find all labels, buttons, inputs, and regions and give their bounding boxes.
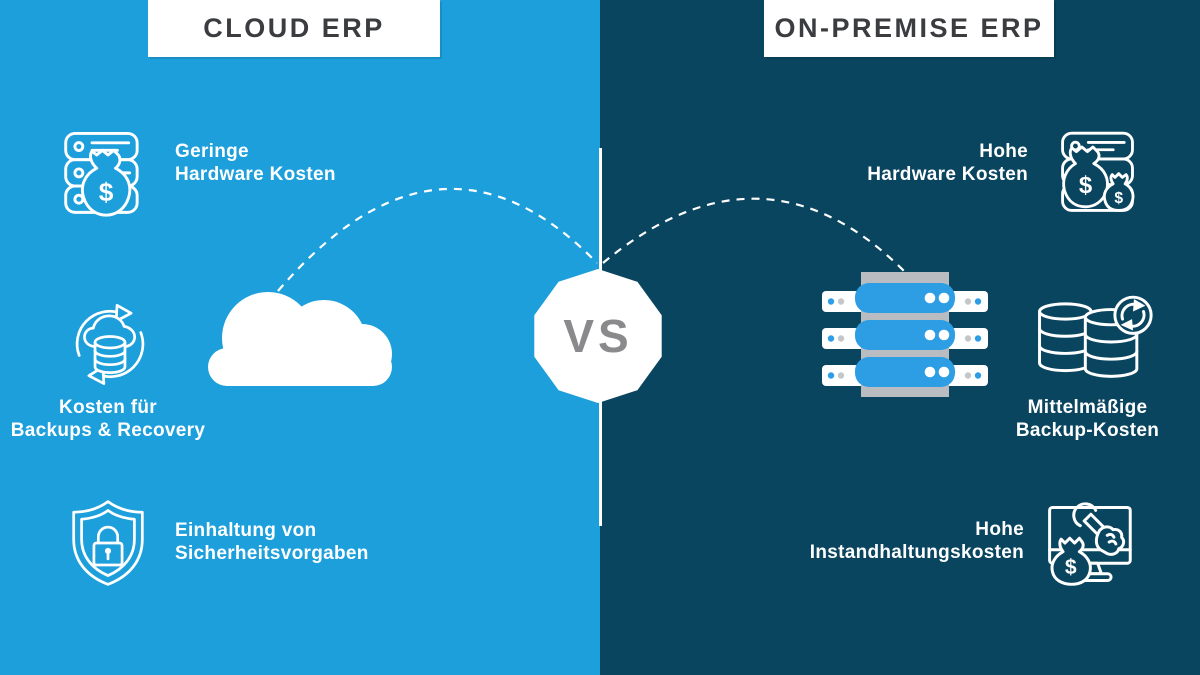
label-mittelmaessige-backup-kosten: Mittelmäßige Backup-Kosten: [1005, 396, 1170, 442]
cloud-erp-title: CLOUD ERP: [203, 13, 385, 43]
label-line: Hardware Kosten: [867, 164, 1028, 185]
label-line: Instandhaltungskosten: [809, 542, 1024, 563]
server-rack-illustration: [822, 272, 988, 397]
database-refresh-icon: [1030, 294, 1154, 390]
label-line: Geringe: [175, 141, 249, 162]
on-premise-erp-title: ON-PREMISE ERP: [774, 13, 1044, 43]
dollar-glyph: $: [99, 177, 114, 207]
label-hohe-hardware-kosten: Hohe Hardware Kosten: [867, 140, 1028, 186]
cloud-erp-header: CLOUD ERP: [148, 0, 440, 57]
label-kosten-backups-recovery: Kosten für Backups & Recovery: [8, 396, 208, 442]
on-premise-erp-header: ON-PREMISE ERP: [764, 0, 1054, 57]
label-line: Einhaltung von: [175, 520, 317, 541]
vs-badge: VS: [534, 269, 662, 403]
label-line: Hohe: [975, 519, 1024, 540]
rack-blue-servers: [855, 283, 955, 387]
dollar-glyph: $: [1079, 172, 1092, 199]
monitor-wrench-money-bag-icon: $: [1038, 496, 1138, 592]
server-money-bag-icon: $: [62, 124, 154, 218]
server-money-bags-icon: $ $: [1046, 122, 1138, 218]
shield-lock-icon: [64, 492, 152, 594]
label-line: Hardware Kosten: [175, 164, 336, 185]
cloud-illustration: [208, 292, 392, 386]
label-geringe-hardware-kosten: Geringe Hardware Kosten: [175, 140, 336, 186]
label-line: Sicherheitsvorgaben: [175, 543, 369, 564]
vs-label: VS: [563, 310, 632, 362]
label-line: Mittelmäßige: [1027, 397, 1148, 418]
vs-decagon: [534, 269, 662, 403]
label-line: Backup-Kosten: [1015, 420, 1160, 441]
label-line: Kosten für: [59, 397, 157, 418]
label-line: Backups & Recovery: [10, 420, 206, 441]
dollar-glyph: $: [1065, 556, 1077, 579]
cloud-database-backup-icon: [66, 298, 154, 390]
dollar-glyph: $: [1114, 190, 1123, 207]
label-line: Hohe: [979, 141, 1028, 162]
label-hohe-instandhaltungskosten: Hohe Instandhaltungskosten: [810, 518, 1024, 564]
label-einhaltung-sicherheitsvorgaben: Einhaltung von Sicherheitsvorgaben: [175, 519, 369, 565]
